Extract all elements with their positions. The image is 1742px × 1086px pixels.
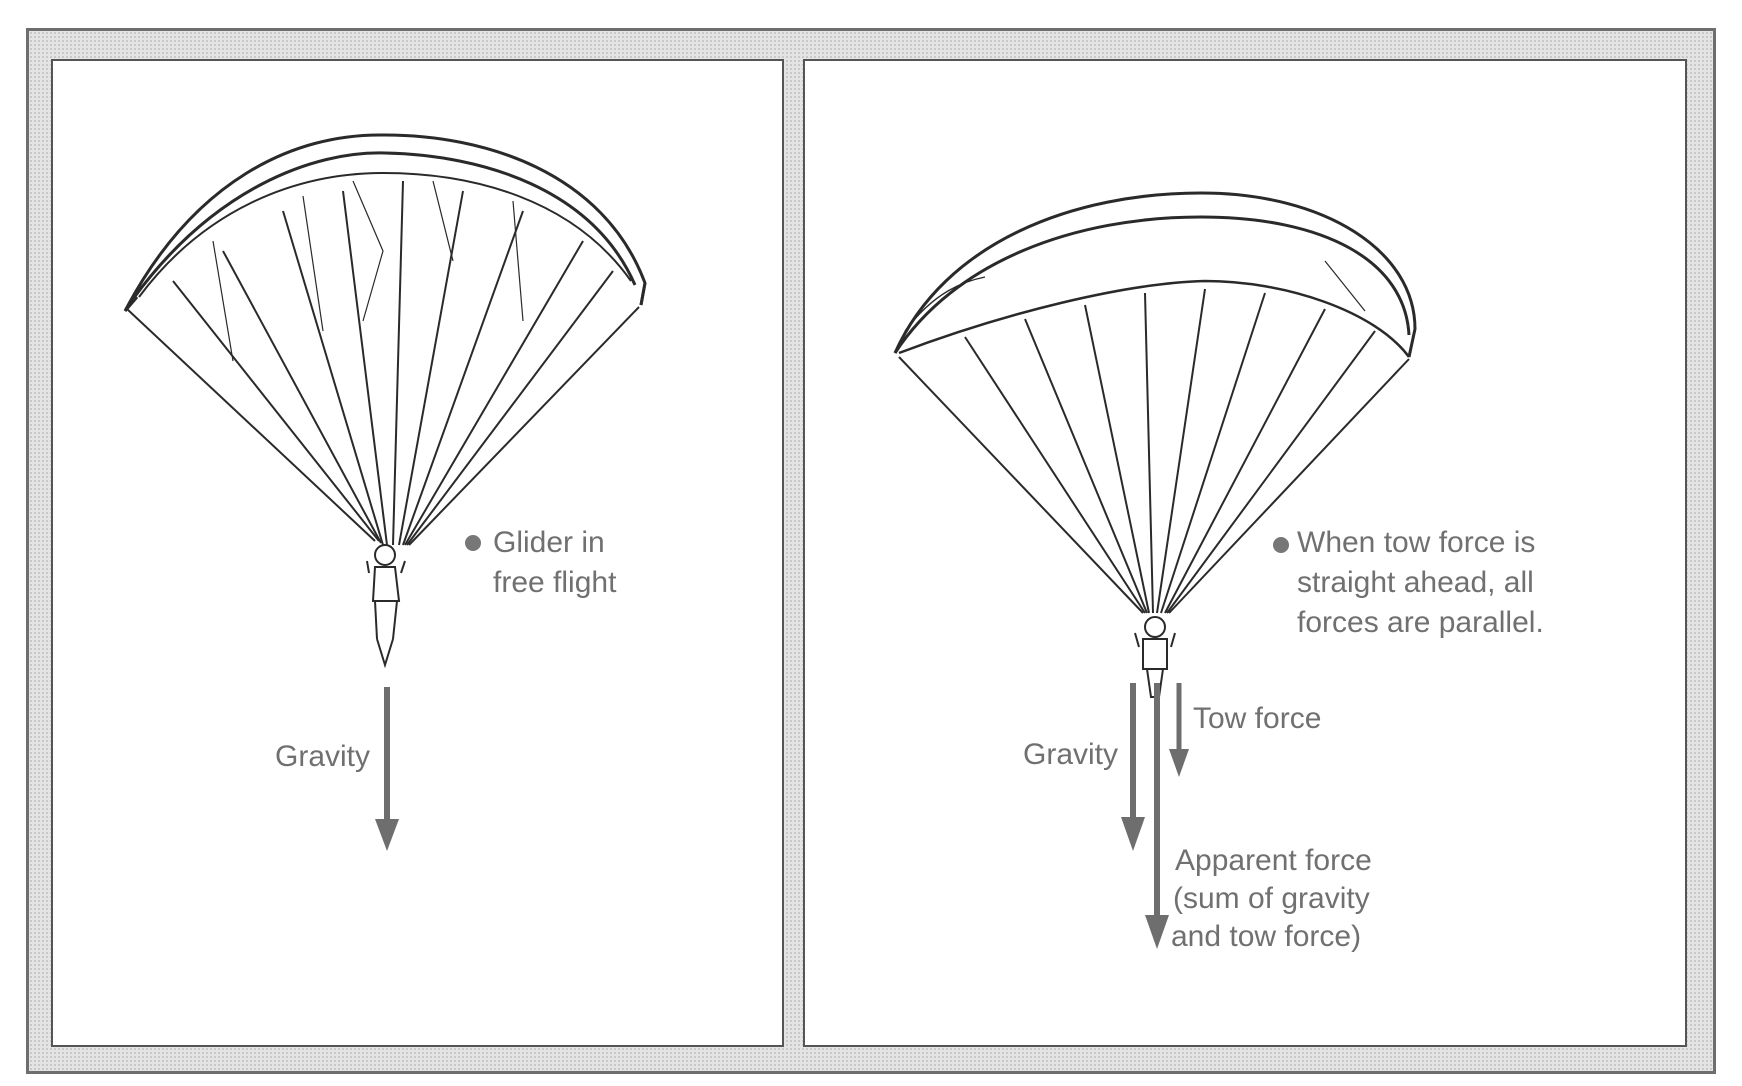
- panel-free-flight: Glider in free flight Gravity: [51, 59, 784, 1047]
- apparent-force-line: Apparent force: [1175, 841, 1372, 881]
- tow-force-label: Tow force: [1193, 699, 1321, 739]
- gravity-label: Gravity: [275, 737, 370, 777]
- gravity-label: Gravity: [1023, 735, 1118, 775]
- apparent-force-line: and tow force): [1171, 917, 1361, 957]
- apparent-force-line: (sum of gravity: [1173, 879, 1370, 919]
- apparent-force-arrow: [1145, 683, 1169, 949]
- tow-force-arrow: [1169, 683, 1189, 777]
- gravity-arrow: [1121, 683, 1145, 851]
- diagram-figure: Glider in free flight Gravity: [26, 28, 1716, 1074]
- gravity-arrow: [53, 61, 786, 1049]
- panel-towed-flight: When tow force is straight ahead, all fo…: [803, 59, 1687, 1047]
